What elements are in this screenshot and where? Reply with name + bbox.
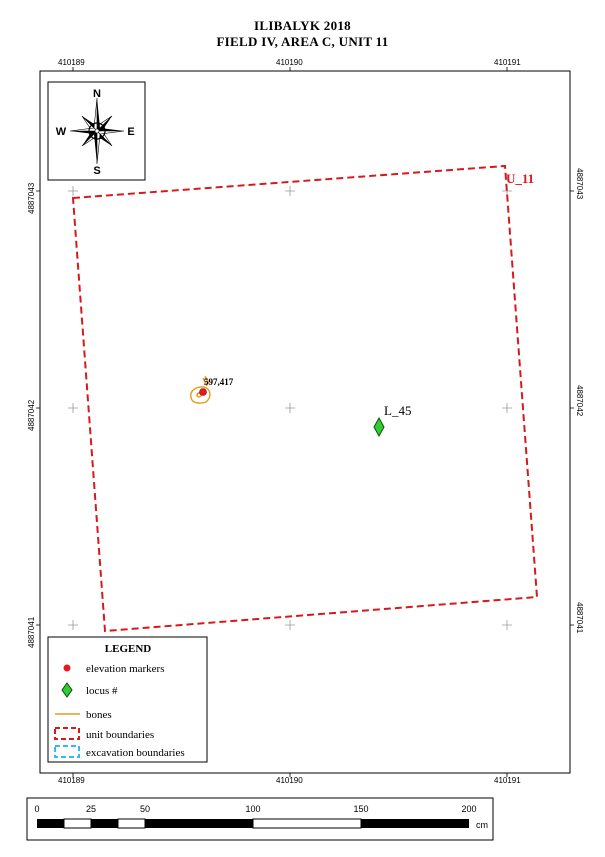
legend-title: LEGEND (105, 643, 152, 655)
easting-label-bottom-3: 410191 (494, 776, 521, 785)
northing-label-left-1: 4887043 (27, 182, 36, 214)
easting-label-top-2: 410190 (276, 58, 303, 67)
frame-ticks (36, 67, 574, 777)
legend-elevation-symbol (63, 664, 71, 672)
legend-item-label: bones (86, 709, 112, 721)
compass-south-label: S (93, 165, 100, 177)
elevation-marker (199, 388, 207, 396)
scale-label: 100 (245, 804, 260, 814)
northing-label-right-3: 4887041 (575, 602, 584, 634)
scale-label: 150 (353, 804, 368, 814)
legend-locus-symbol (61, 682, 73, 698)
map-frame (39, 70, 571, 774)
compass-rose-icon (69, 97, 125, 165)
legend-box (47, 636, 208, 763)
locus-marker (373, 416, 385, 438)
northing-label-left-3: 4887041 (27, 616, 36, 648)
scale-label: 200 (461, 804, 476, 814)
compass-east-label: E (127, 126, 134, 138)
compass-north-label: N (93, 88, 101, 100)
scale-unit-label: cm (476, 820, 488, 830)
elevation-label: 597,417 (204, 377, 234, 387)
easting-label-top-3: 410191 (494, 58, 521, 67)
northing-label-left-2: 4887042 (27, 399, 36, 431)
unit-boundary (71, 164, 539, 633)
map-subtitle: FIELD IV, AREA C, UNIT 11 (216, 34, 389, 49)
scale-label: 50 (140, 804, 150, 814)
locus-label: L_45 (384, 403, 411, 418)
map-title: ILIBALYK 2018 (254, 18, 351, 33)
northing-label-right-2: 4887042 (575, 385, 584, 417)
easting-label-top-1: 410189 (58, 58, 85, 67)
scale-label: 0 (34, 804, 39, 814)
easting-label-bottom-2: 410190 (276, 776, 303, 785)
legend-item-label: elevation markers (86, 663, 165, 675)
compass-west-label: W (56, 126, 67, 138)
legend-item-label: locus # (86, 685, 118, 697)
graticule (68, 186, 512, 630)
legend-unit-boundary-symbol (54, 727, 80, 740)
legend-excavation-boundary-symbol (54, 745, 80, 758)
unit-label: U_11 (506, 171, 534, 186)
northing-label-right-1: 4887043 (575, 168, 584, 200)
easting-label-bottom-1: 410189 (58, 776, 85, 785)
scalebar (37, 818, 469, 829)
legend-item-label: excavation boundaries (86, 747, 185, 759)
legend-item-label: unit boundaries (86, 729, 154, 741)
scale-label: 25 (86, 804, 96, 814)
